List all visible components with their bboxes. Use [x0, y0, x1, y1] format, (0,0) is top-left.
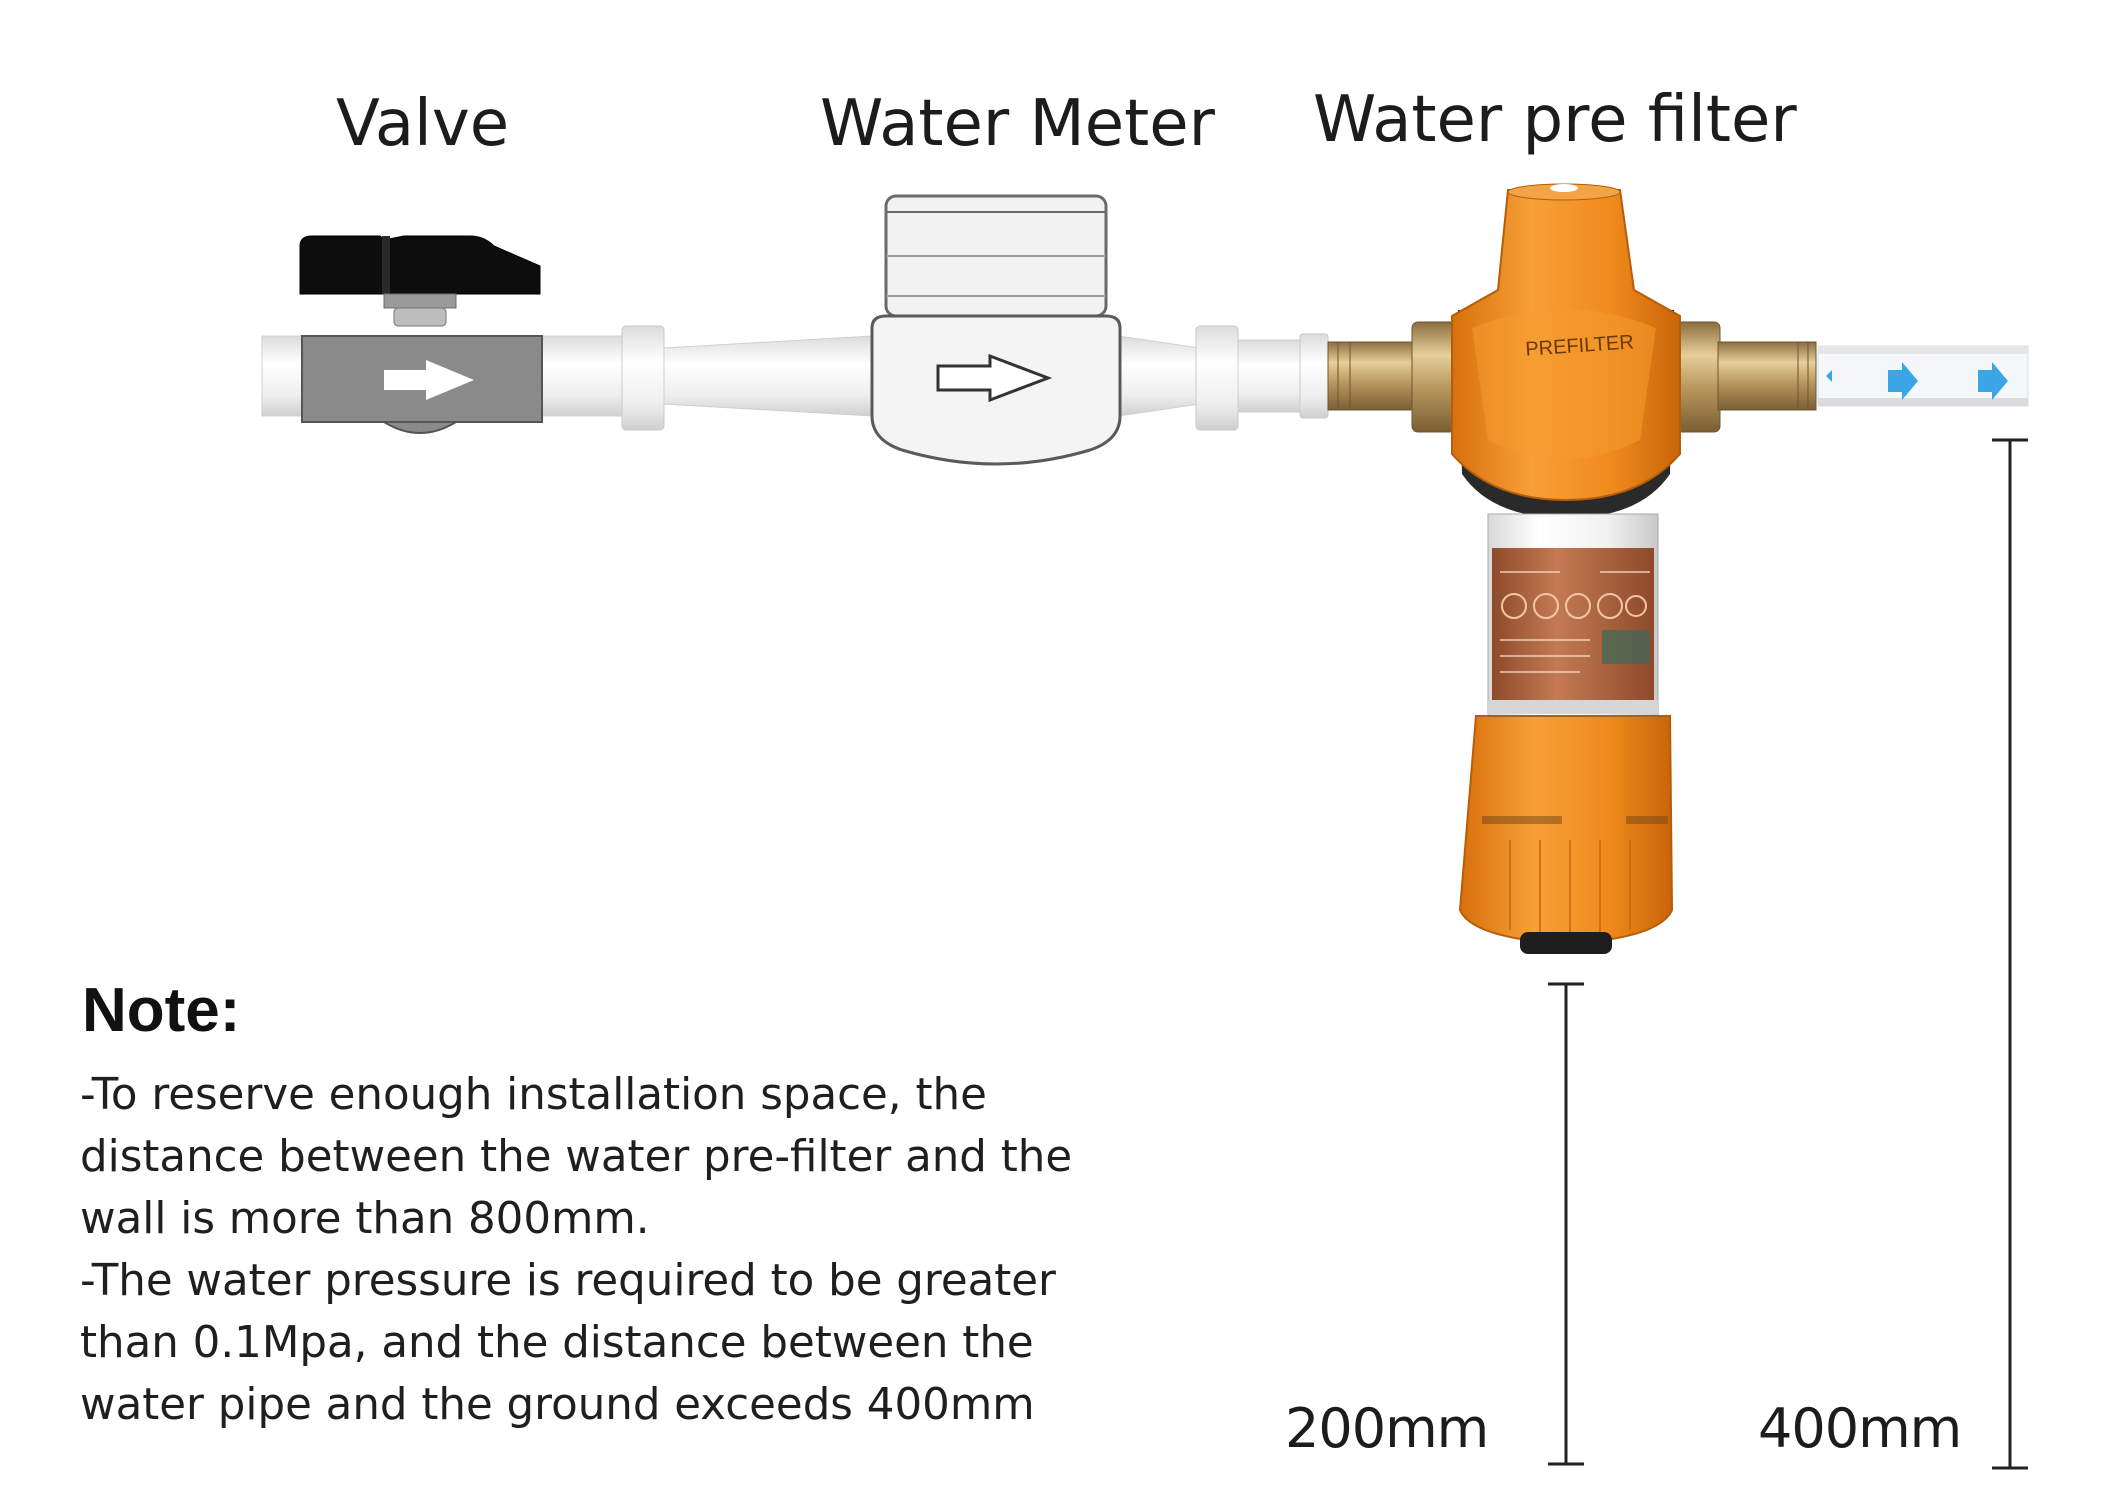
water-pipe [261, 325, 1329, 431]
note-title: Note: [82, 976, 241, 1045]
water-pre-filter-label: Water pre filter [1313, 83, 1797, 157]
water-meter-label: Water Meter [820, 87, 1215, 161]
note-line: water pipe and the ground exceeds 400mm [80, 1380, 1035, 1430]
dimension-line-200mm [1548, 982, 1584, 1466]
water-pre-filter-icon: PREFILTER [1327, 183, 1817, 954]
dimension-line-400mm [1992, 438, 2028, 1470]
note-line: than 0.1Mpa, and the distance between th… [80, 1318, 1034, 1368]
note-line: -The water pressure is required to be gr… [80, 1256, 1056, 1306]
dimension-label-400mm: 400mm [1758, 1397, 1962, 1460]
note-line: distance between the water pre-filter an… [80, 1132, 1073, 1182]
flow-direction-arrow-icon [1826, 362, 2008, 400]
note-block: Note: -To reserve enough installation sp… [80, 980, 1130, 1436]
valve-icon [299, 235, 543, 434]
note-line: -To reserve enough installation space, t… [80, 1070, 987, 1120]
valve-label: Valve [336, 87, 510, 161]
note-line: wall is more than 800mm. [80, 1194, 650, 1244]
water-meter-icon [870, 194, 1122, 466]
dimension-label-200mm: 200mm [1285, 1397, 1489, 1460]
